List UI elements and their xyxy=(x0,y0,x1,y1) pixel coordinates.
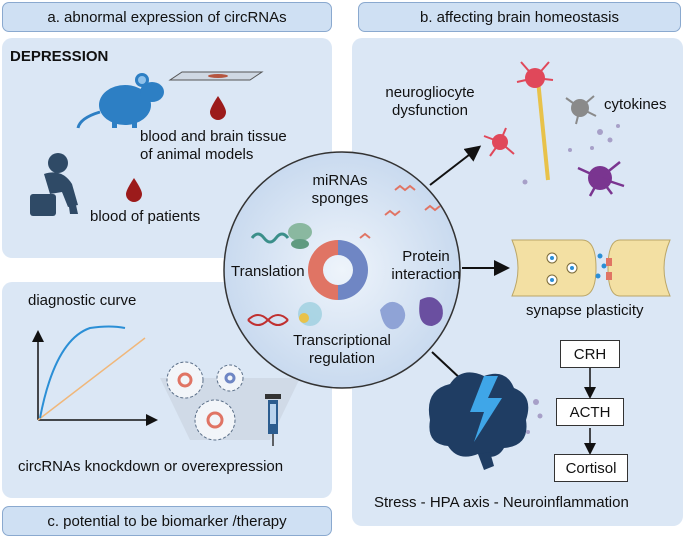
synapse-plasticity-label: synapse plasticity xyxy=(526,302,644,319)
transcriptional-regulation-label: Transcriptional regulation xyxy=(280,332,404,368)
sad-person-icon xyxy=(30,153,78,216)
mirna-icon xyxy=(359,184,441,239)
protein-interaction-line1: Protein xyxy=(402,248,450,265)
animal-sample-label: blood and brain tissue of animal models xyxy=(140,128,287,164)
synapse-icon xyxy=(511,239,671,297)
transcriptional-regulation-line1: Transcriptional xyxy=(293,332,391,349)
diagnostic-curve-label: diagnostic curve xyxy=(28,292,137,309)
vesicle-icon xyxy=(160,361,300,441)
neurogliocyte-line2: dysfunction xyxy=(392,102,468,119)
mirna-sponges-line2: sponges xyxy=(311,190,369,207)
protein-interaction-line2: interaction xyxy=(391,266,461,283)
diagnostic-curve-plot xyxy=(32,325,158,426)
slide-icon xyxy=(168,71,264,81)
patient-sample-label: blood of patients xyxy=(90,208,201,225)
neurogliocyte-label: neurogliocyte dysfunction xyxy=(378,84,482,120)
neuron-icon xyxy=(483,61,625,197)
acth-box: ACTH xyxy=(556,398,624,426)
depression-title: DEPRESSION xyxy=(10,48,109,65)
blood-drop-icon xyxy=(210,96,226,120)
knockdown-label: circRNAs knockdown or overexpression xyxy=(18,458,284,475)
cytokines-label: cytokines xyxy=(604,96,667,113)
blood-drop-icon xyxy=(126,178,142,202)
mirna-sponges-label: miRNAs sponges xyxy=(300,172,380,208)
animal-sample-line2: of animal models xyxy=(140,146,254,163)
central-circle xyxy=(223,151,461,389)
header-c: c. potential to be biomarker /therapy xyxy=(2,506,332,536)
arrow-neuro xyxy=(429,145,482,186)
header-a: a. abnormal expression of circRNAs xyxy=(2,2,332,32)
neurogliocyte-line1: neurogliocyte xyxy=(385,84,475,101)
ribosome-icon xyxy=(250,223,312,249)
syringe-icon xyxy=(265,394,281,446)
header-b: b. affecting brain homeostasis xyxy=(358,2,681,32)
transcriptional-regulation-line2: regulation xyxy=(309,350,375,367)
mirna-sponges-line1: miRNAs xyxy=(312,172,368,189)
circrna-donut xyxy=(308,240,368,300)
dna-icon xyxy=(247,314,289,326)
hpa-axis-label: Stress - HPA axis - Neuroinflammation xyxy=(374,494,629,511)
protein-icon xyxy=(298,297,443,330)
mouse-icon xyxy=(76,73,164,129)
protein-interaction-label: Protein interaction xyxy=(386,248,466,284)
animal-sample-line1: blood and brain tissue xyxy=(140,128,287,145)
translation-label: Translation xyxy=(231,263,305,280)
brain-icon xyxy=(428,372,543,470)
cortisol-box: Cortisol xyxy=(554,454,628,482)
crh-box: CRH xyxy=(560,340,620,368)
